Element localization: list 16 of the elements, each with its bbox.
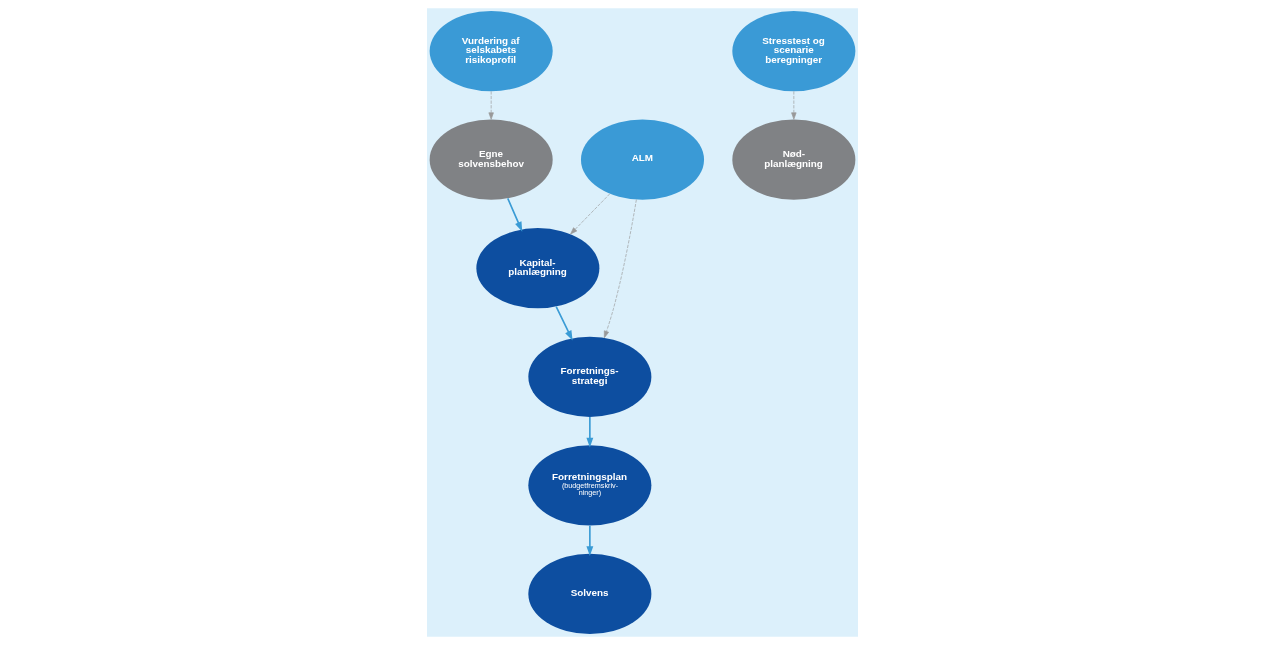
arrow [569, 193, 610, 235]
node-ellipse: Forretnings- strategi [527, 336, 651, 417]
arrow [506, 197, 522, 232]
arrow [585, 524, 593, 557]
node-ellipse: Solvens [527, 553, 651, 635]
arrow [603, 199, 637, 339]
node-ellipse: Stresstest og scenarie beregninger [731, 10, 855, 92]
node-ellipse: Vurdering af selskabets risikoprofil [429, 10, 553, 92]
arrow [488, 91, 494, 120]
node-ellipse: Egne solvensbehov [429, 119, 553, 200]
arrow [790, 91, 796, 120]
node-ellipse: Forretningsplan (budgetfremskriv- ninger) [527, 445, 651, 526]
node-ellipse: Nød- planlægning [731, 119, 855, 200]
arrow [585, 416, 593, 448]
arrow [554, 305, 573, 341]
node-ellipse: ALM [580, 119, 704, 200]
